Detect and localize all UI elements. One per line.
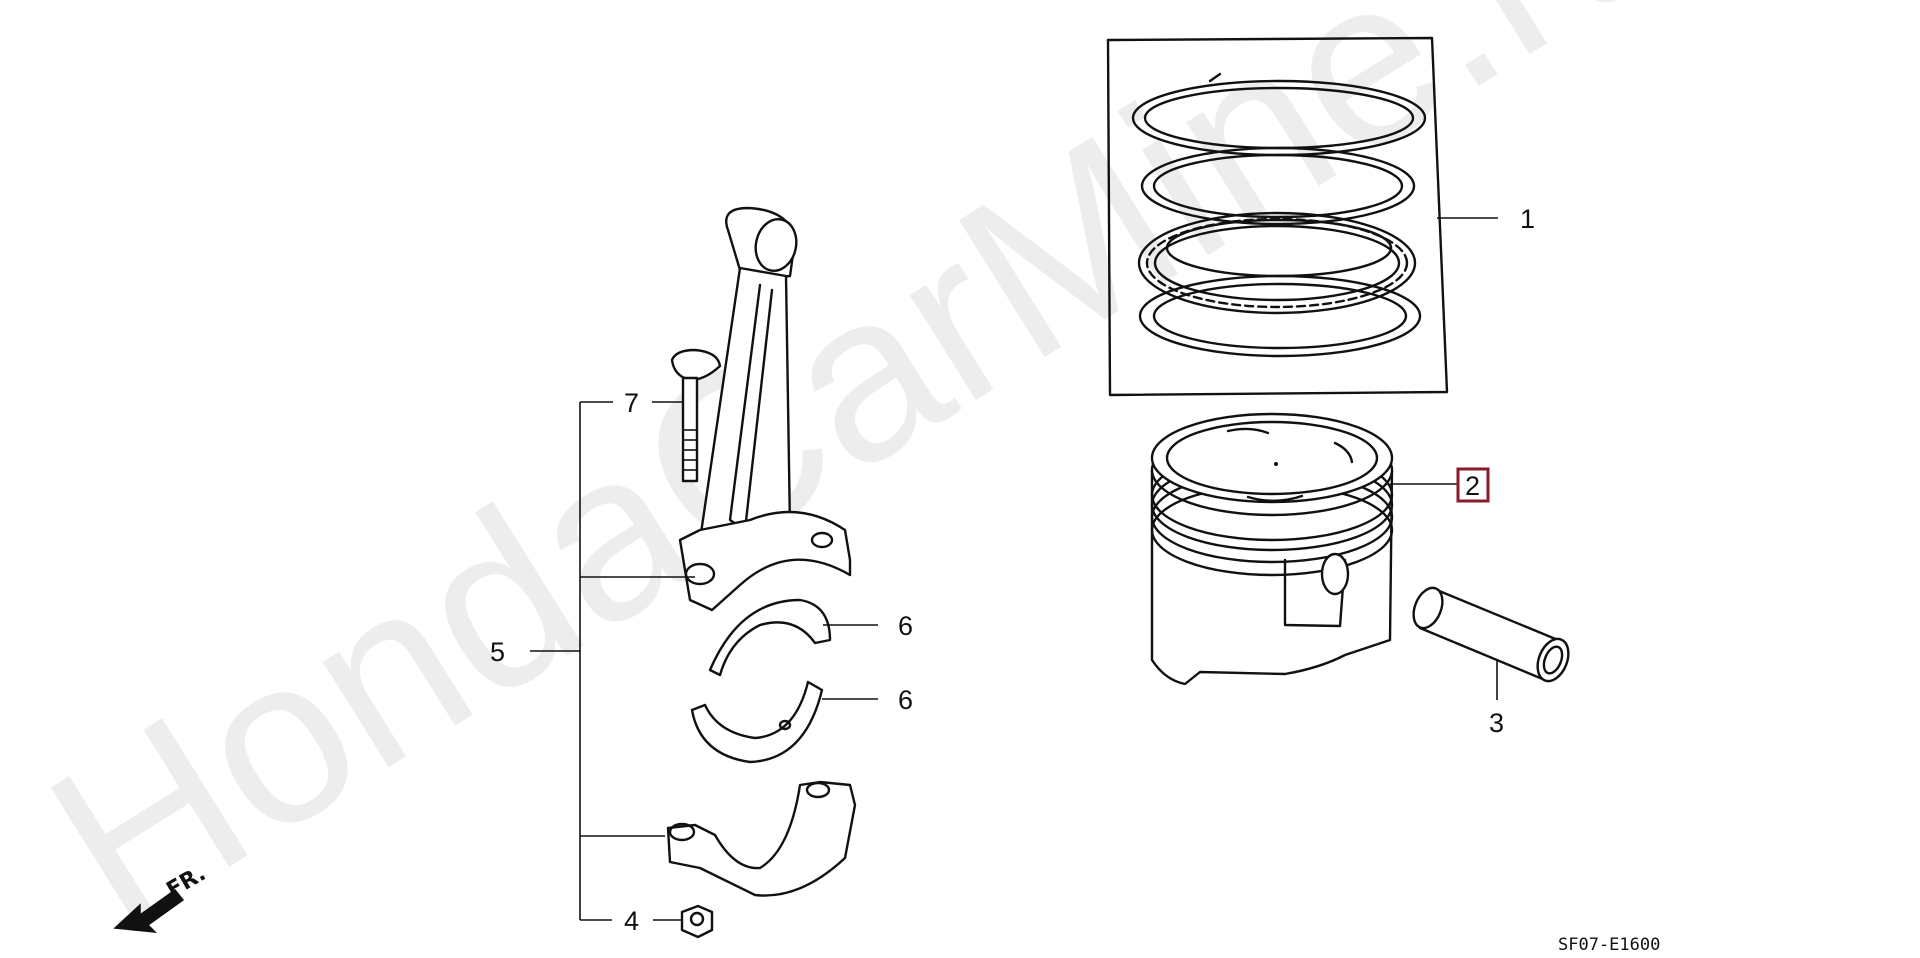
callout-3[interactable]: 3: [1489, 708, 1504, 738]
piston-skirt: [1150, 468, 1394, 686]
rod-bolt-group[interactable]: 7: [624, 348, 722, 483]
rod-cap: [666, 780, 857, 897]
oil-ring-rail-lower: [1138, 274, 1422, 358]
rod-nut-group[interactable]: 4: [624, 904, 714, 939]
front-arrow-icon: [113, 888, 185, 933]
piston-rings-frame: [1106, 36, 1449, 397]
piston-crown: [1150, 412, 1394, 504]
rod-cap-group: [666, 780, 857, 897]
piston-pin-group[interactable]: 3: [1408, 584, 1574, 738]
rod-bolt-hole: [684, 562, 716, 586]
second-ring: [1140, 146, 1416, 226]
piston-rings-group[interactable]: 1: [1106, 36, 1535, 397]
bearing-upper-group[interactable]: 6: [708, 598, 913, 677]
piston-group[interactable]: 2: [1150, 412, 1490, 686]
diagram-code: SF07-E1600: [1558, 935, 1660, 955]
callout-1[interactable]: 1: [1520, 204, 1535, 234]
rod-big-end: [678, 510, 852, 612]
callout-2-highlight: [1456, 467, 1490, 503]
callout-4[interactable]: 4: [624, 906, 639, 936]
piston-pin-bore: [1320, 552, 1350, 596]
bearing-lower: [690, 680, 824, 764]
bearing-lower-group[interactable]: 6: [690, 680, 913, 764]
connecting-rod-group[interactable]: 5: [490, 206, 852, 921]
callout-6-upper[interactable]: 6: [898, 611, 913, 641]
callout-7[interactable]: 7: [624, 388, 639, 418]
bearing-upper: [708, 598, 832, 677]
callout-2[interactable]: 2: [1465, 471, 1480, 501]
rod-bolt-head: [670, 348, 722, 382]
callout-6-lower[interactable]: 6: [898, 685, 913, 715]
callout-5[interactable]: 5: [490, 637, 505, 667]
rod-nut: [680, 904, 714, 939]
